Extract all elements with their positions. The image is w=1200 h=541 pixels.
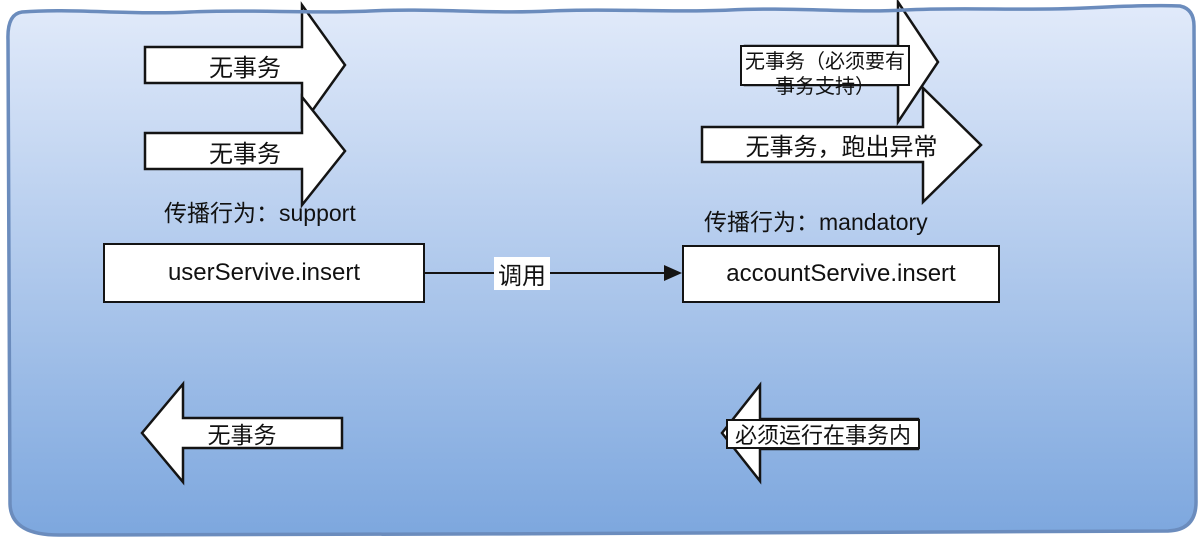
arrow-top-left-1-label: 无事务 (209, 54, 281, 82)
background-region-border (6, 3, 1198, 537)
arrow-top-right-1-label-line1: 无事务（必须要有 (745, 51, 905, 73)
arrow-top-right-1-label-box: 无事务（必须要有 事务支持） (740, 45, 910, 98)
arrow-top-right-2-label: 无事务，跑出异常 (745, 134, 938, 161)
arrow-bottom-left-shape (140, 380, 344, 486)
arrow-top-left-1-shape (143, 1, 347, 129)
arrow-bottom-left-label: 无事务 (207, 422, 277, 448)
arrow-top-right-1-label-line2: 事务支持） (775, 76, 875, 98)
call-connector-label: 调用 (494, 257, 550, 290)
arrow-top-left-2-label: 无事务 (209, 140, 281, 168)
node-user-service: userServive.insert (103, 243, 425, 303)
arrow-top-left-2-shape (143, 93, 347, 209)
call-connector-arrowhead-icon (664, 265, 682, 281)
node-account-service: accountServive.insert (682, 245, 1000, 303)
propagation-left-label: 传播行为：support (164, 200, 356, 226)
propagation-right-label: 传播行为：mandatory (704, 209, 928, 235)
arrow-top-right-2-shape (700, 85, 983, 205)
arrow-bottom-right-label-box: 必须运行在事务内 (726, 419, 920, 449)
